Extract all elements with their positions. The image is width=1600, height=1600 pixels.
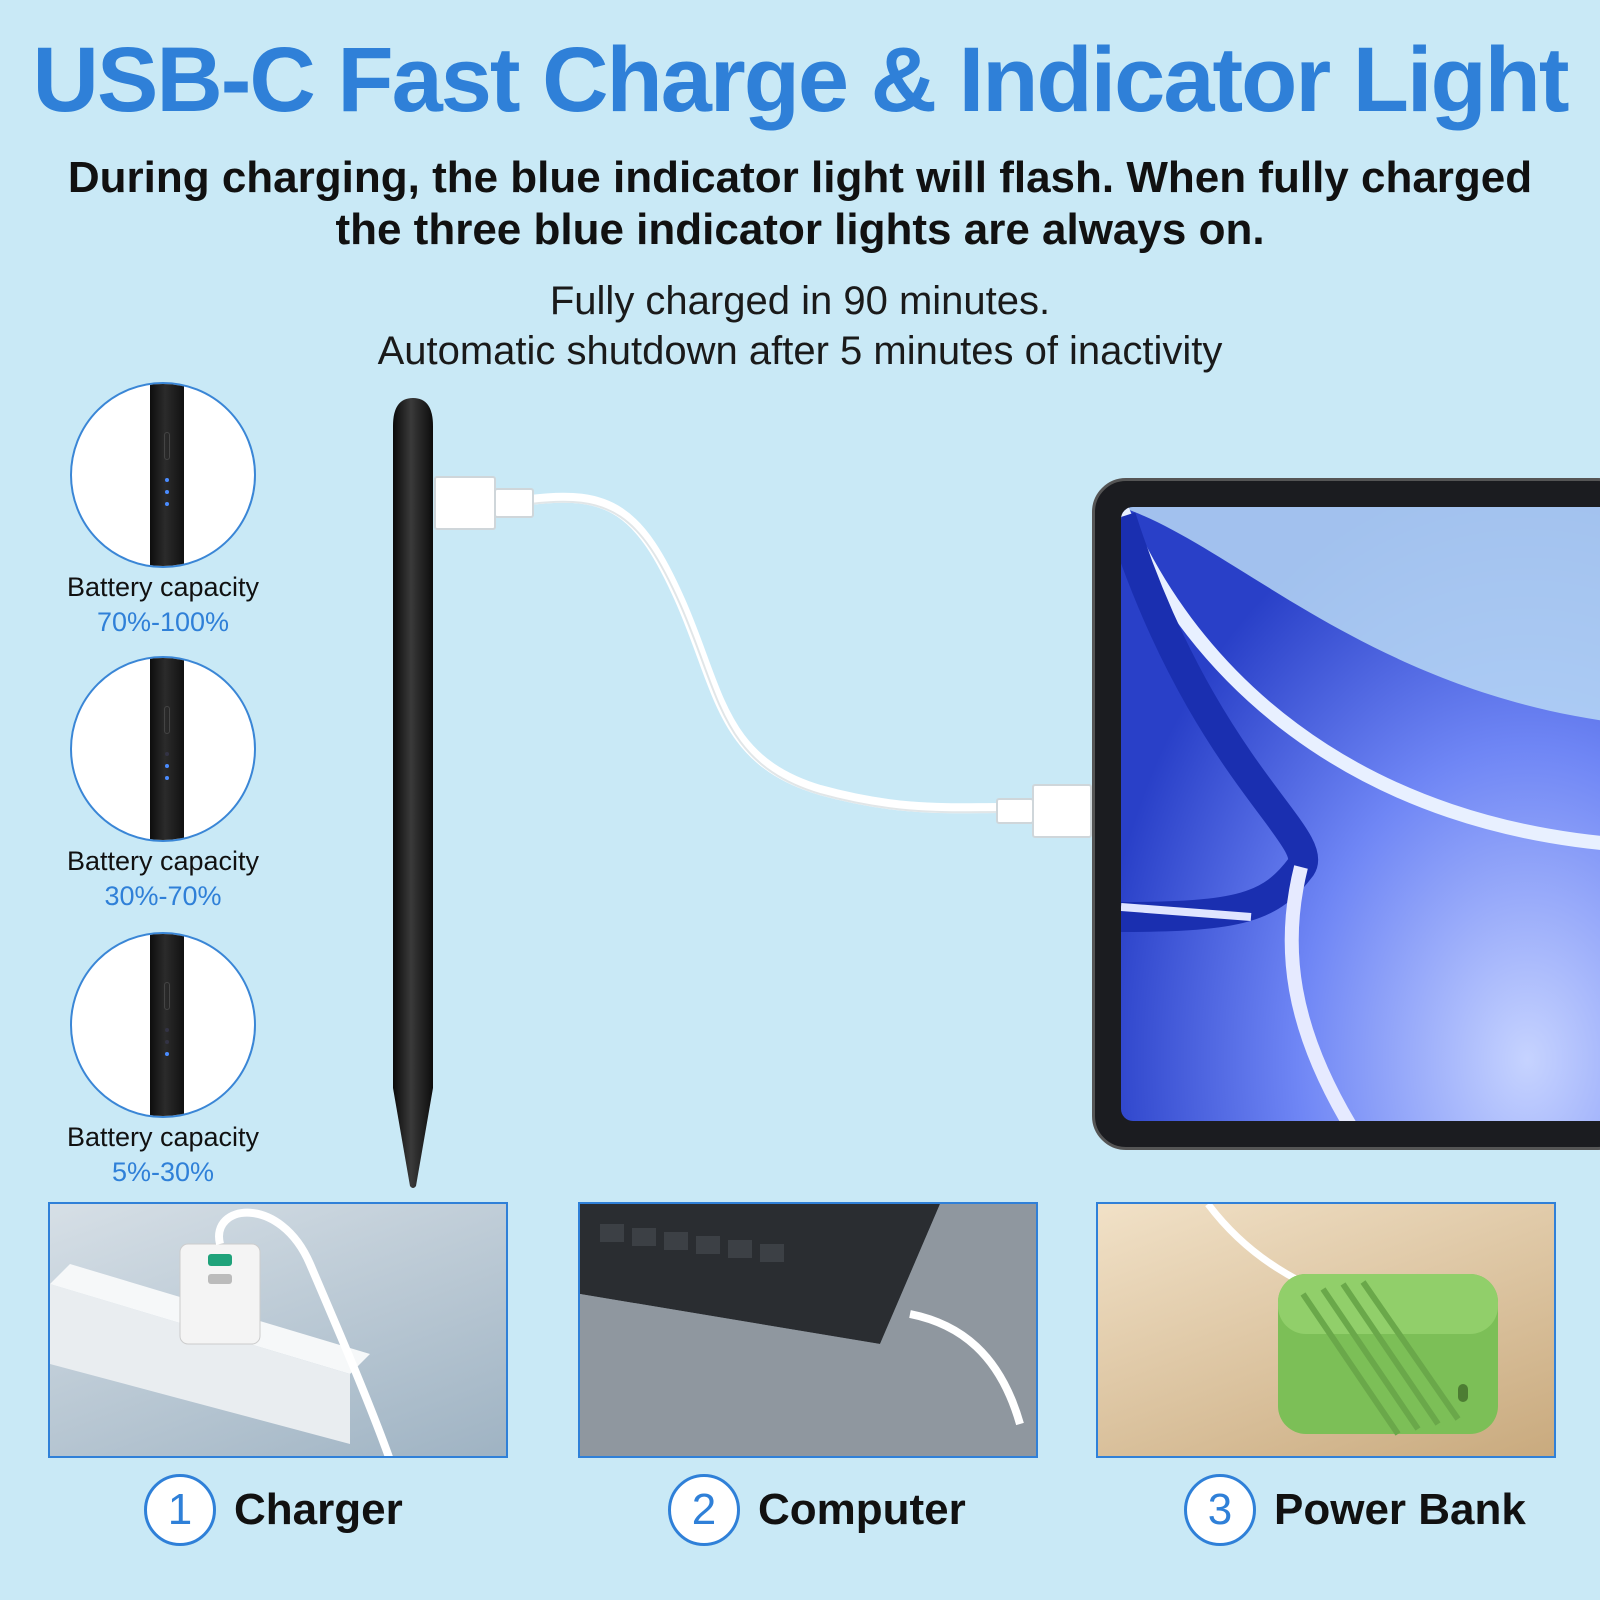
indicator-closeup-image — [70, 656, 256, 842]
stylus-pencil-image — [393, 398, 433, 1188]
indicator-label: Battery capacity — [66, 846, 260, 876]
tablet-screen — [1121, 507, 1600, 1121]
source-label-power-bank: Power Bank — [1274, 1485, 1526, 1534]
led-3 — [165, 776, 169, 780]
led-1 — [165, 478, 169, 482]
step-number-2: 2 — [668, 1474, 740, 1546]
led-2 — [165, 764, 169, 768]
usb-plug-neck — [494, 488, 534, 518]
subtitle-line-2: the three blue indicator lights are alwa… — [335, 205, 1265, 254]
indicator-low: Battery capacity 5%-30% — [60, 932, 266, 1188]
led-1 — [165, 752, 169, 756]
step-number-3: 3 — [1184, 1474, 1256, 1546]
subtitle-line-1: During charging, the blue indicator ligh… — [67, 153, 1533, 202]
charge-note: Fully charged in 90 minutes. Automatic s… — [0, 276, 1600, 376]
usb-plug-neck — [996, 798, 1034, 824]
source-power-bank: 3 Power Bank — [1184, 1474, 1526, 1546]
source-charger: 1 Charger — [144, 1474, 403, 1546]
indicator-medium: Battery capacity 30%-70% — [60, 656, 266, 912]
led-3 — [165, 1052, 169, 1056]
led-2 — [165, 1040, 169, 1044]
source-label-charger: Charger — [234, 1485, 403, 1534]
step-number-1: 1 — [144, 1474, 216, 1546]
source-label-computer: Computer — [758, 1485, 966, 1534]
indicator-closeup-image — [70, 932, 256, 1118]
charger-image — [48, 1202, 508, 1458]
tablet-image — [1092, 478, 1600, 1150]
note-line-2: Automatic shutdown after 5 minutes of in… — [377, 329, 1223, 373]
note-line-1: Fully charged in 90 minutes. — [549, 279, 1051, 323]
computer-image — [578, 1202, 1038, 1458]
indicator-full: Battery capacity 70%-100% — [60, 382, 266, 638]
indicator-label: Battery capacity — [66, 572, 260, 602]
indicator-range: 5%-30% — [111, 1157, 215, 1187]
usb-c-plug-pencil — [434, 476, 496, 530]
page-title: USB-C Fast Charge & Indicator Light — [32, 29, 1570, 131]
usb-c-plug-ipad — [1032, 784, 1092, 838]
indicator-range: 70%-100% — [96, 607, 230, 637]
subtitle: During charging, the blue indicator ligh… — [40, 152, 1560, 256]
power-bank-image — [1096, 1202, 1556, 1458]
source-computer: 2 Computer — [668, 1474, 966, 1546]
indicator-range: 30%-70% — [104, 881, 222, 911]
led-1 — [165, 1028, 169, 1032]
indicator-closeup-image — [70, 382, 256, 568]
indicator-label: Battery capacity — [66, 1122, 260, 1152]
led-2 — [165, 490, 169, 494]
led-3 — [165, 502, 169, 506]
